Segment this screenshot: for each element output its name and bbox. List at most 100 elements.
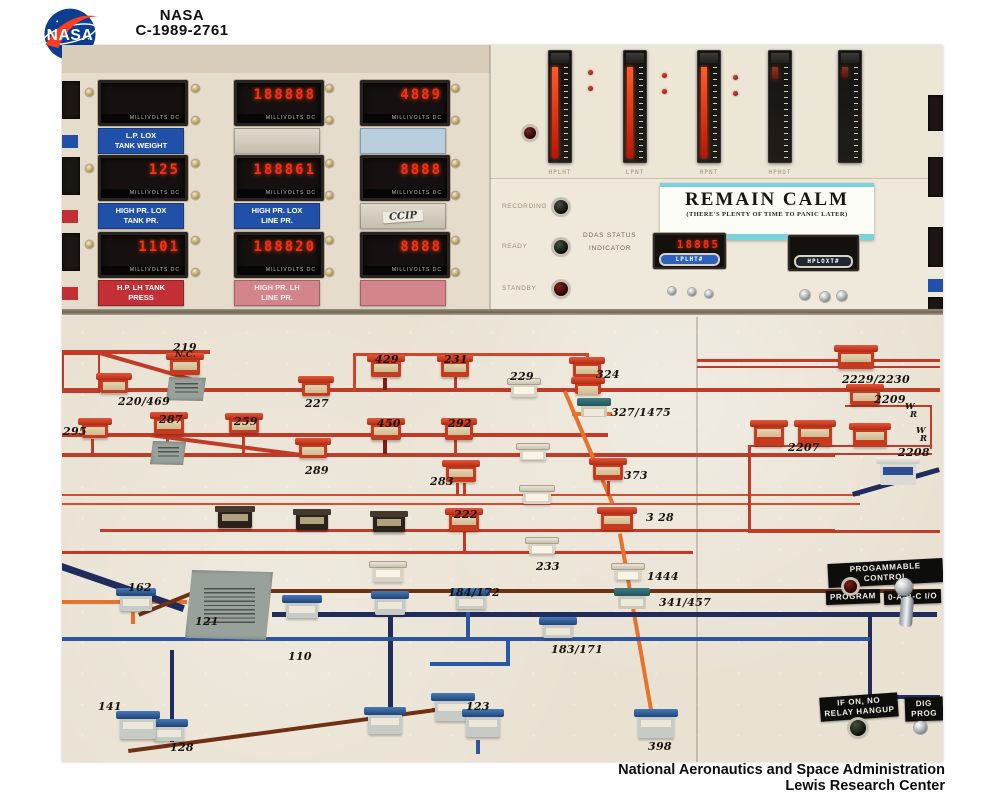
valve-324 [569, 357, 605, 377]
valve-231 [437, 355, 473, 377]
meter-label: HPNT [699, 169, 719, 176]
tag: N.C. [175, 350, 196, 360]
meter-label: LPNT [625, 169, 645, 176]
valve-222 [445, 508, 483, 531]
screw [86, 241, 93, 248]
placard [166, 377, 206, 401]
sign-title: REMAIN CALM [685, 189, 849, 210]
panel-divider [62, 309, 943, 317]
valve-2229-2230 [834, 345, 878, 369]
sign-subtitle: (THERE'S PLENTY OF TIME TO PANIC LATER) [686, 211, 848, 218]
valve-110 [282, 595, 322, 618]
valve-324b [571, 377, 605, 394]
label-stub [62, 287, 78, 300]
valve-white [519, 485, 555, 504]
valve-287 [150, 412, 188, 434]
valve-162 [116, 588, 156, 611]
display-stub [62, 81, 80, 119]
display-label: HIGH PR. LOX TANK PR. [98, 203, 184, 229]
valve-navy-right [876, 457, 920, 485]
display-unit: MILLIVOLTS DC [101, 114, 185, 123]
standby-light [554, 282, 568, 296]
pipe-line-blue [62, 637, 870, 641]
relay-light [850, 720, 866, 736]
meter-label: HPLHT [548, 169, 572, 176]
display-label: HIGH PR. LOX LINE PR. [234, 203, 320, 229]
program-light [844, 580, 857, 593]
valve-2207a [750, 420, 788, 446]
toggle-module [293, 509, 331, 530]
valve-227 [298, 376, 334, 396]
bargraph-meter [548, 50, 572, 163]
ddas-title: DDAS STATUS [583, 232, 637, 239]
handwritten-label: CCIP [382, 209, 424, 223]
status-label-ready: READY [502, 243, 528, 250]
footer-line1: National Aeronautics and Space Administr… [618, 762, 945, 778]
valve-398 [634, 709, 678, 738]
valve-128 [150, 719, 188, 741]
ddas-title2: INDICATOR [589, 245, 632, 252]
agency-name: NASA [159, 7, 205, 24]
valve-341-457 [614, 588, 650, 609]
tape-display: HPLOXT# [788, 235, 859, 271]
valve-327-1475 [577, 398, 611, 417]
rotary-switch [895, 578, 913, 596]
pipe-line-red [62, 350, 210, 354]
valve-259 [225, 413, 263, 433]
bargraph-meter [838, 50, 862, 163]
toggle-module [215, 506, 255, 528]
display-digits [106, 87, 180, 106]
tape-label: HPLOXT# [796, 257, 851, 266]
tape-display: 18885 LPLHT# [653, 233, 726, 269]
valve-450 [367, 418, 405, 440]
toggle-module [370, 511, 408, 532]
panel-seam [489, 45, 491, 315]
screw [86, 165, 93, 172]
toggle-lever [898, 596, 915, 628]
valve-289 [295, 438, 331, 458]
valve-295 [78, 418, 112, 438]
pipe-line-brown [192, 589, 940, 593]
label-stub [62, 210, 78, 223]
valve-184-172 [452, 588, 490, 609]
digital-display: MILLIVOLTS DC [98, 80, 188, 126]
display-stub [62, 157, 80, 195]
label-stub [62, 135, 78, 148]
valve-283 [442, 460, 480, 482]
valve-2207b [794, 420, 836, 446]
display-label: CCIP [360, 203, 446, 229]
valve-229 [507, 378, 541, 397]
display-label [234, 128, 320, 154]
status-label-standby: STANDBY [502, 285, 537, 292]
placard [150, 441, 186, 465]
display-label [360, 128, 446, 154]
photo-id: C-1989-2761 [135, 22, 229, 39]
bargraph-meter [768, 50, 792, 163]
valve-white [516, 443, 550, 460]
valve-blue [364, 707, 406, 734]
display-label: HIGH PR. LH LINE PR. [234, 280, 320, 306]
bargraph-meter [697, 50, 721, 163]
valve-220-469 [96, 373, 132, 393]
display-label: H.P. LH TANK PRESS [98, 280, 184, 306]
indicator-light [524, 127, 536, 139]
photo-caption-header: NASA C-1989-2761 [112, 8, 252, 38]
valve-292 [441, 418, 477, 440]
display-stub [62, 233, 80, 271]
tape-label: LPLHT# [661, 255, 718, 264]
photo-caption-footer: National Aeronautics and Space Administr… [618, 762, 945, 794]
status-label-recording: RECORDING [502, 203, 548, 210]
display-label: L.P. LOX TANK WEIGHT [98, 128, 184, 154]
remain-calm-sign: REMAIN CALM (THERE'S PLENTY OF TIME TO P… [660, 183, 874, 240]
bargraph-meter [623, 50, 647, 163]
ready-light [554, 240, 568, 254]
